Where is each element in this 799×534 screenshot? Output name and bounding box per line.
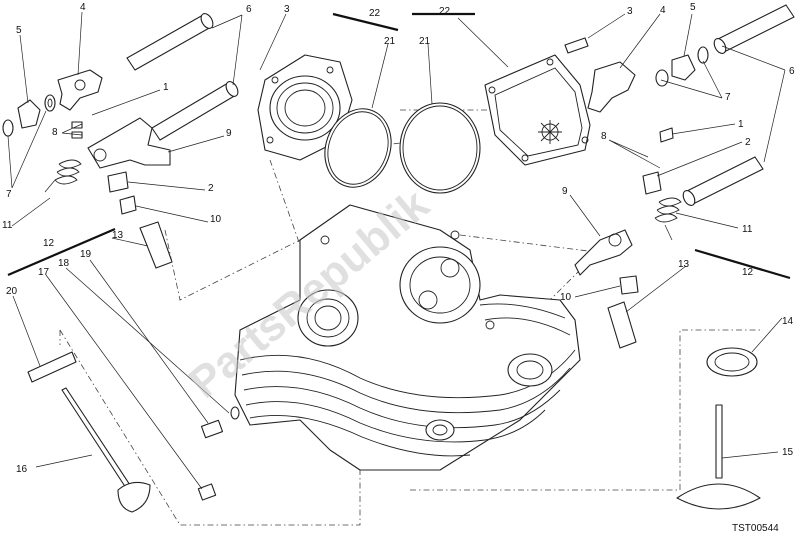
callout-4-left: 4 — [80, 2, 86, 13]
callout-18: 18 — [58, 258, 70, 269]
o-ring-right — [399, 102, 481, 194]
callout-22-right: 22 — [439, 6, 451, 17]
callout-21-left: 21 — [384, 36, 396, 47]
o-ring-left — [324, 108, 392, 188]
callout-1-left: 1 — [163, 82, 169, 93]
callout-9-right: 9 — [562, 186, 568, 197]
callout-20: 20 — [6, 286, 18, 297]
valve-right — [676, 347, 761, 510]
callout-12-left: 12 — [43, 238, 55, 249]
callout-13-right: 13 — [678, 259, 690, 270]
callout-3-right: 3 — [627, 6, 633, 17]
callout-11-left: 11 — [2, 220, 13, 231]
callout-5-left: 5 — [16, 25, 22, 36]
callout-13-left: 13 — [112, 230, 124, 241]
callout-15: 15 — [782, 447, 794, 458]
cylinder-head — [234, 204, 581, 471]
callout-6-right: 6 — [789, 66, 795, 77]
callout-3-left: 3 — [284, 4, 290, 15]
callout-19: 19 — [80, 249, 92, 260]
callout-17: 17 — [38, 267, 50, 278]
callout-9-left: 9 — [226, 128, 232, 139]
callout-4-right: 4 — [660, 5, 666, 16]
leader-lines — [7, 11, 786, 490]
callout-22-left: 22 — [369, 8, 381, 19]
callout-12-right: 12 — [742, 267, 754, 278]
callout-7-left: 7 — [6, 189, 12, 200]
studs — [197, 406, 240, 501]
drawing-code: TST00544 — [732, 523, 779, 534]
right-valvetrain — [564, 4, 795, 349]
callout-14: 14 — [782, 316, 794, 327]
callout-8-left: 8 — [52, 127, 58, 138]
callout-6-top: 6 — [246, 4, 252, 15]
valve-cover-right — [484, 54, 591, 166]
callout-21-right: 21 — [419, 36, 431, 47]
callout-16: 16 — [16, 464, 28, 475]
callout-2-right: 2 — [745, 137, 751, 148]
callout-10-right: 10 — [560, 292, 572, 303]
left-valvetrain — [2, 13, 239, 269]
callout-10-left: 10 — [210, 214, 222, 225]
valve-left — [27, 351, 151, 513]
callout-7-right: 7 — [725, 92, 731, 103]
brackets — [7, 12, 791, 280]
callout-1-right: 1 — [738, 119, 744, 130]
callout-8-right: 8 — [601, 131, 607, 142]
callout-11-right: 11 — [742, 224, 753, 235]
callout-2-left: 2 — [208, 183, 214, 194]
callout-5-right: 5 — [690, 2, 696, 13]
valve-cover-left — [257, 54, 353, 161]
